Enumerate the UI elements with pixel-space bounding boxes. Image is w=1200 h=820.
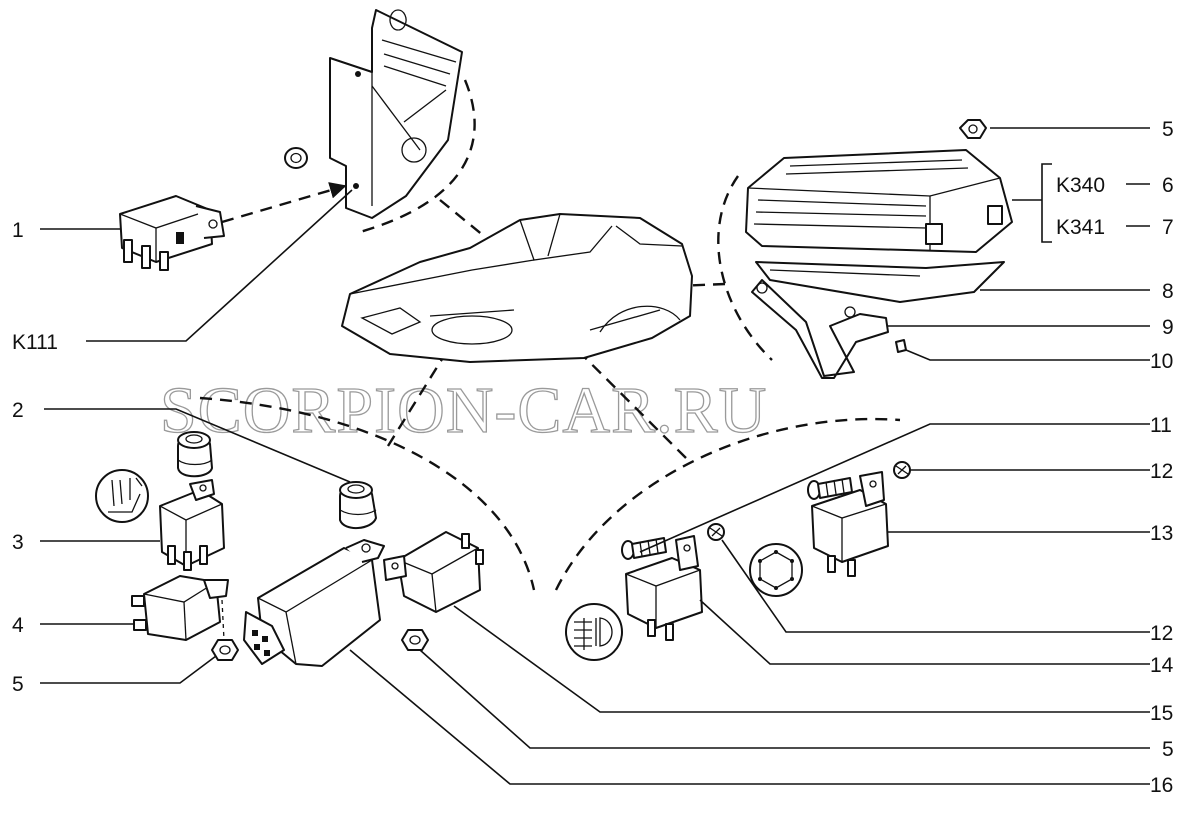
top-right-section-outline xyxy=(717,175,773,361)
callout-3: 3 xyxy=(12,531,24,554)
fuse-box-bracket xyxy=(751,279,889,379)
callout-14: 14 xyxy=(1150,654,1174,677)
relay-3 xyxy=(159,479,225,571)
panel-nut xyxy=(284,147,308,169)
callout-5-left: 5 xyxy=(12,673,24,696)
callout-1: 1 xyxy=(12,219,24,242)
callout-11: 11 xyxy=(1150,414,1172,437)
nut-left xyxy=(211,599,239,661)
callout-16: 16 xyxy=(1150,774,1173,797)
callout-15: 15 xyxy=(1150,702,1173,725)
leader-5-left xyxy=(40,655,217,684)
fuse-relay-box xyxy=(745,149,1013,303)
callout-2: 2 xyxy=(12,399,24,422)
callout-6: 6 xyxy=(1162,174,1174,197)
leader-k111 xyxy=(86,189,353,342)
washer-upper xyxy=(893,461,911,479)
control-module-16 xyxy=(243,539,385,667)
arrow-relay1-to-panel xyxy=(221,182,347,224)
fuse-box-clip xyxy=(895,339,907,353)
car-silhouette xyxy=(341,213,693,363)
callout-k111: K111 xyxy=(12,331,58,354)
rubber-cap-lower xyxy=(339,481,377,529)
relay-15 xyxy=(383,531,484,613)
relay-14 xyxy=(625,535,703,641)
callout-k340: K340 xyxy=(1056,174,1105,197)
leader-16 xyxy=(349,649,1150,785)
callout-13: 13 xyxy=(1150,522,1173,545)
leader-5-bottom xyxy=(419,649,1150,749)
callout-12-lower: 12 xyxy=(1150,622,1173,645)
leader-12-lower xyxy=(721,539,1150,633)
nut-bottom xyxy=(401,629,429,651)
relay-13 xyxy=(811,471,889,577)
washer-lower xyxy=(707,523,725,541)
callout-5-bottom: 5 xyxy=(1162,738,1174,761)
leader-2 xyxy=(44,408,351,483)
relay-4 xyxy=(131,575,229,641)
bottom-left-section-outline xyxy=(199,396,536,591)
watermark-text: SCORPION-CAR.RU xyxy=(160,374,767,447)
heated-seat-icon xyxy=(95,469,149,523)
leader-14 xyxy=(699,599,1150,665)
fog-light-icon xyxy=(565,603,623,661)
callout-7: 7 xyxy=(1162,216,1174,239)
mounting-panel-bracket xyxy=(329,9,463,219)
top-left-section-outline xyxy=(359,79,476,234)
leader-15 xyxy=(453,605,1150,713)
bottom-right-section-outline xyxy=(554,417,901,591)
callout-5-top: 5 xyxy=(1162,118,1174,141)
callout-k341: K341 xyxy=(1056,216,1105,239)
fuse-box-nut xyxy=(959,119,987,139)
callout-10: 10 xyxy=(1150,350,1173,373)
callout-4: 4 xyxy=(12,614,24,637)
callout-12-upper: 12 xyxy=(1150,460,1173,483)
callout-8: 8 xyxy=(1162,280,1174,303)
rubber-cap-upper xyxy=(177,431,213,478)
bracket-k340-k341 xyxy=(1041,163,1052,243)
hexagon-symbol-icon xyxy=(749,543,803,597)
screw-lower xyxy=(621,537,667,560)
leader-11 xyxy=(639,423,1150,553)
callout-9: 9 xyxy=(1162,316,1174,339)
leader-10 xyxy=(905,349,1150,361)
relay-k111 xyxy=(119,195,225,271)
